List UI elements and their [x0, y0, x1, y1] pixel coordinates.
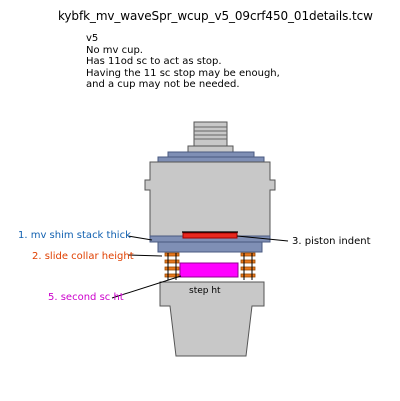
- diagram-title: kybfk_mv_waveSpr_wcup_v5_09crf450_01deta…: [58, 9, 373, 23]
- lower-base: [159, 281, 265, 357]
- valve-body: [144, 161, 276, 237]
- second-sc-spacer: [179, 262, 239, 278]
- top-shim-stack: [157, 151, 265, 163]
- note-line: No mv cup.: [86, 44, 143, 56]
- right-wave-spring: [240, 252, 256, 280]
- note-line: Has 11od sc to act as stop.: [86, 56, 222, 67]
- note-line: v5: [86, 33, 99, 44]
- piston-indent: [182, 231, 238, 239]
- left-wave-spring: [164, 252, 180, 280]
- note-line: Having the 11 sc stop may be enough, and…: [86, 67, 280, 91]
- second-sc-label: 5. second sc ht: [48, 292, 124, 303]
- leader-line-2: [127, 254, 163, 257]
- leader-line-5: [111, 275, 182, 299]
- step-height-label: step ht: [189, 286, 221, 296]
- notes-block: v5 No mv cup. Has 11od sc to act as stop…: [86, 33, 286, 91]
- leader-line-1: [127, 235, 153, 241]
- piston-indent-label: 3. piston indent: [292, 236, 371, 247]
- mv-shim-stack-label: 1. mv shim stack thick: [18, 230, 131, 241]
- leader-line-3: [236, 235, 289, 242]
- threaded-stem: [187, 121, 234, 153]
- slide-collar-plate: [157, 241, 263, 253]
- slide-collar-label: 2. slide collar height: [32, 251, 134, 262]
